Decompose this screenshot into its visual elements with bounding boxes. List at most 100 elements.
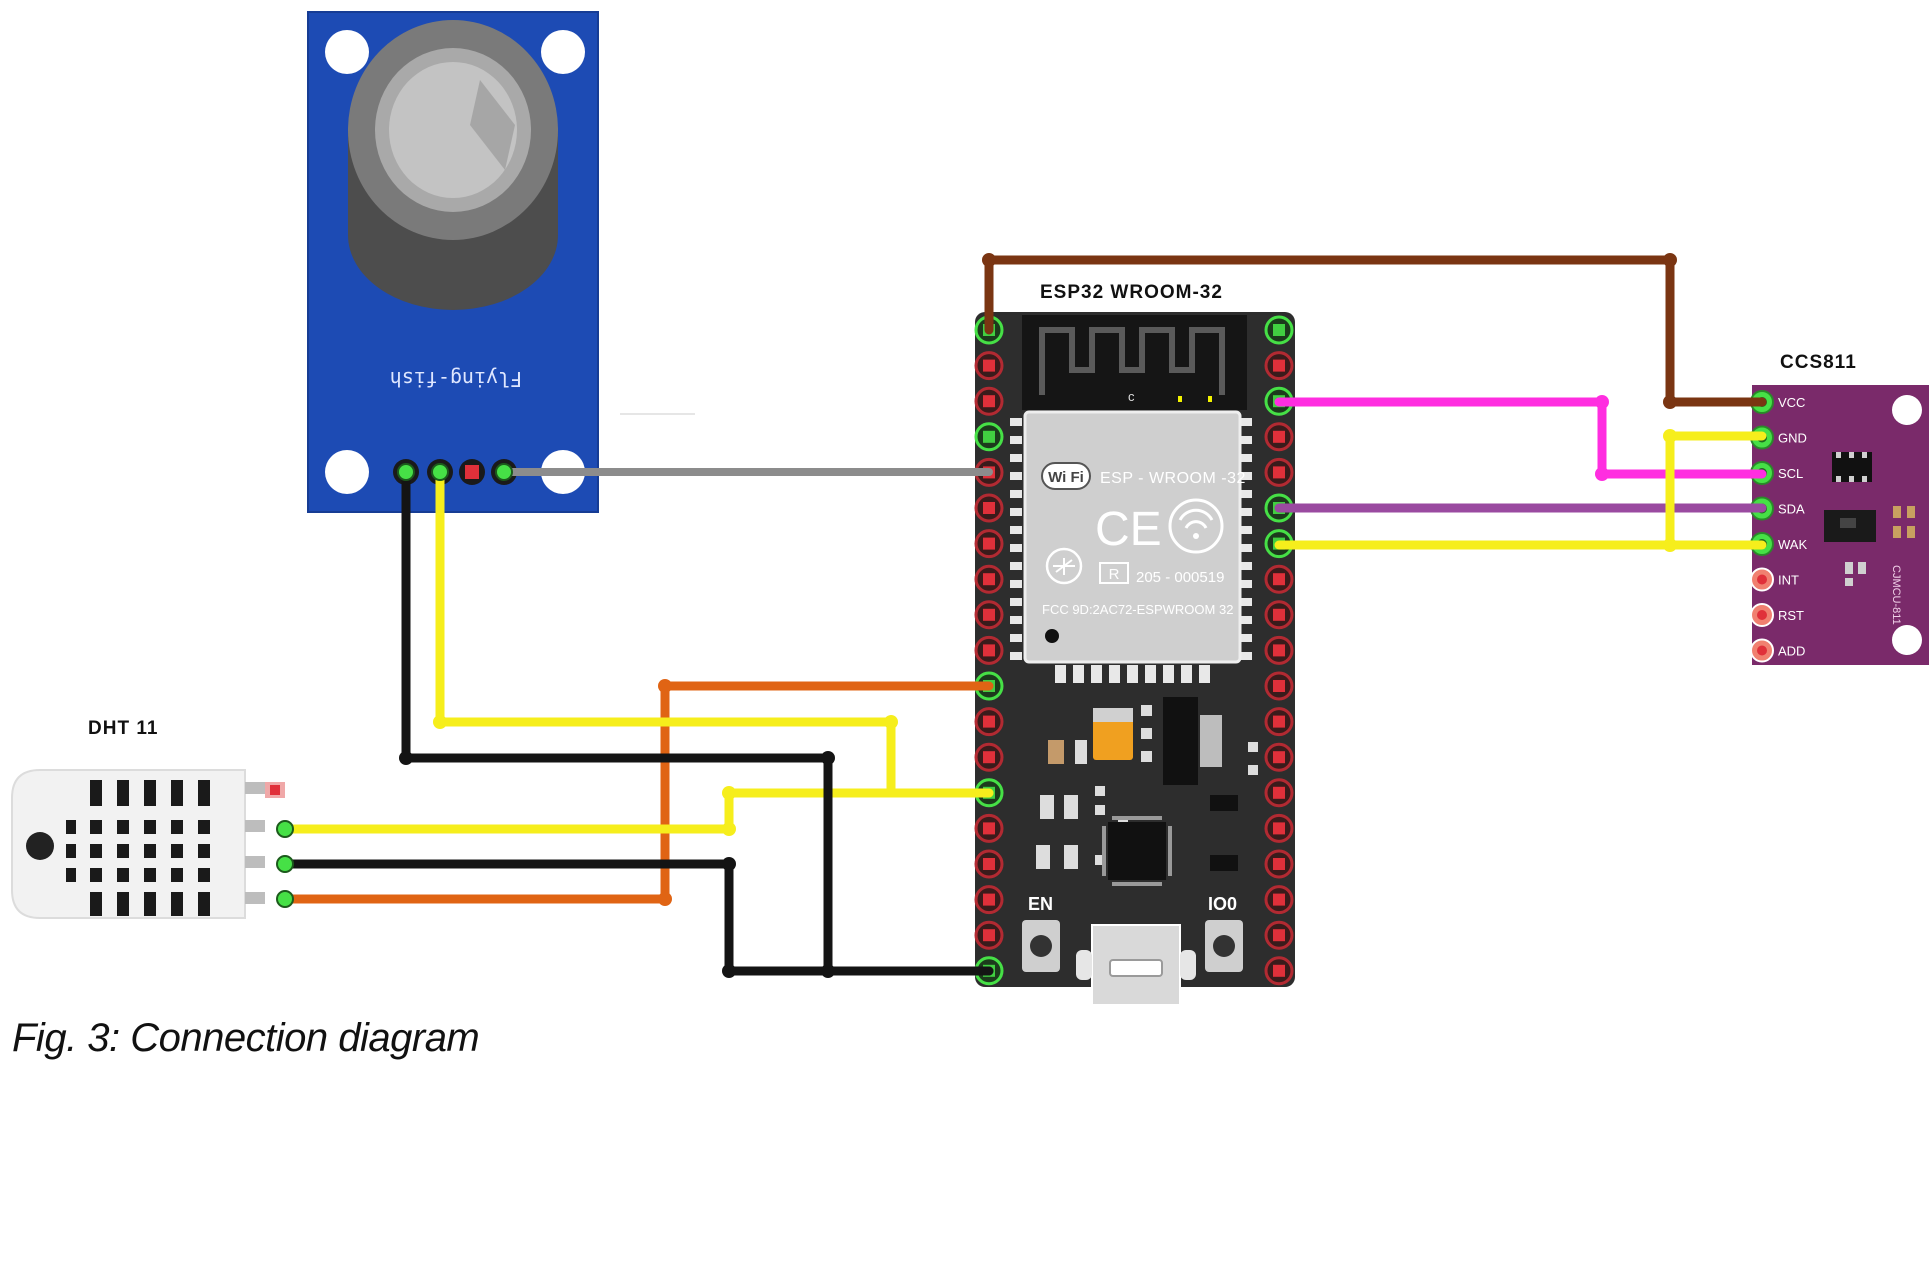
module-castellations — [1010, 418, 1252, 683]
wifi-logo-text: Wi Fi — [1048, 469, 1084, 486]
header-pin[interactable] — [1264, 813, 1294, 843]
micro-usb-port[interactable] — [1076, 924, 1196, 1006]
connected-pin-end — [495, 463, 513, 481]
connected-pin-end — [276, 855, 294, 873]
module-reg-number: 205 - 000519 — [1136, 569, 1224, 586]
active-pin-markers — [276, 463, 513, 908]
header-pin[interactable] — [1264, 635, 1294, 665]
telec-mark-icon — [1045, 547, 1083, 585]
mq-brand-label: Flying-fish — [390, 367, 522, 391]
connected-pin-end — [397, 463, 415, 481]
header-pin[interactable] — [974, 351, 1004, 381]
header-pin[interactable] — [1264, 671, 1294, 701]
mounting-hole — [325, 30, 369, 74]
wire-yellow-gnd — [1665, 431, 1767, 550]
ccs811-side-label: CJMCU-811 — [1890, 565, 1902, 625]
connected-pin-end — [276, 820, 294, 838]
wire-yellow-dht-data — [280, 788, 994, 834]
header-pin-connected[interactable] — [974, 422, 1004, 452]
header-pin[interactable] — [1264, 600, 1294, 630]
ccs811-pin-label: SCL — [1778, 466, 1803, 481]
header-pin[interactable] — [1264, 742, 1294, 772]
header-pin[interactable] — [1264, 351, 1294, 381]
header-pin[interactable] — [974, 742, 1004, 772]
header-pin[interactable] — [1264, 422, 1294, 452]
registered-mark-text: R — [1109, 566, 1120, 583]
io0-button-label: IO0 — [1208, 894, 1237, 914]
wire-magenta-scl — [1274, 397, 1767, 479]
dht11-title: DHT 11 — [88, 718, 158, 739]
ccs811-components — [1824, 452, 1915, 586]
mounting-hole — [1892, 625, 1922, 655]
voltage-regulator — [1163, 697, 1198, 785]
registered-mark-icon: R — [1099, 562, 1129, 584]
dht-mount-hole — [26, 832, 54, 860]
gas-sensor-cylinder — [348, 20, 558, 310]
ccs811-pin-label: RST — [1778, 608, 1804, 623]
header-pin[interactable] — [974, 885, 1004, 915]
ccs811-board: CCS811 CJMCU-811 — [1752, 352, 1929, 665]
en-button[interactable] — [1022, 920, 1060, 972]
wifi-alliance-icon — [1168, 498, 1224, 554]
wire-orange-dht-vcc — [280, 681, 994, 904]
header-pin[interactable] — [974, 920, 1004, 950]
esp-wroom-module: Wi Fi ESP - WROOM -32 CE R 205 - 000519 … — [1023, 410, 1246, 664]
mounting-hole — [325, 450, 369, 494]
module-fcc-id: FCC 9D:2AC72-ESPWROOM 32 — [1042, 602, 1233, 617]
header-pin[interactable] — [974, 600, 1004, 630]
wire-joints — [399, 253, 1677, 978]
dht-grille — [66, 780, 210, 916]
header-pin[interactable] — [974, 564, 1004, 594]
module-name: ESP - WROOM -32 — [1100, 470, 1246, 487]
header-pin[interactable] — [974, 635, 1004, 665]
header-pin[interactable] — [974, 493, 1004, 523]
header-pin[interactable] — [1264, 849, 1294, 879]
esp32-title: ESP32 WROOM-32 — [1040, 282, 1223, 303]
mounting-hole — [1892, 395, 1922, 425]
ccs811-pin-label: VCC — [1778, 395, 1805, 410]
header-pin[interactable] — [1264, 707, 1294, 737]
connected-pin-end — [276, 890, 294, 908]
ccs811-pin-label: WAK — [1778, 537, 1807, 552]
header-pin[interactable] — [974, 386, 1004, 416]
ccs811-pin-label: SDA — [1778, 502, 1805, 517]
header-pin-connected[interactable] — [1264, 315, 1294, 345]
antenna-c-label: c — [1128, 389, 1135, 404]
header-pin[interactable] — [1264, 564, 1294, 594]
board-components — [1036, 697, 1258, 886]
pin1-dot — [1045, 629, 1059, 643]
header-pin[interactable] — [974, 813, 1004, 843]
mq-gas-sensor-board: Flying-fish — [307, 11, 599, 513]
mounting-hole — [541, 30, 585, 74]
dht11-sensor: DHT 11 — [11, 718, 285, 919]
header-pin[interactable] — [1264, 457, 1294, 487]
wire-yellow-mq-vcc — [435, 467, 994, 798]
ccs811-pin-label: INT — [1778, 573, 1799, 588]
usb-uart-chip — [1102, 816, 1172, 886]
ce-mark: CE — [1095, 503, 1162, 556]
wire-black-dht-gnd — [280, 859, 994, 976]
ccs811-title: CCS811 — [1780, 352, 1857, 373]
header-pin[interactable] — [974, 849, 1004, 879]
header-pin[interactable] — [1264, 885, 1294, 915]
esp32-right-header — [1264, 315, 1294, 986]
ccs811-pin-int[interactable]: INT — [1750, 567, 1799, 592]
connected-pin-end — [431, 463, 449, 481]
header-pin[interactable] — [1264, 956, 1294, 986]
header-pin[interactable] — [1264, 778, 1294, 808]
antenna-area: c — [1022, 315, 1247, 410]
figure-caption: Fig. 3: Connection diagram — [12, 1016, 480, 1060]
header-pin[interactable] — [974, 529, 1004, 559]
esp32-board: ESP32 WROOM-32 c — [975, 282, 1295, 1006]
dht-pins — [245, 782, 285, 904]
header-pin[interactable] — [974, 707, 1004, 737]
ccs811-pin-label: ADD — [1778, 644, 1805, 659]
header-pin[interactable] — [1264, 920, 1294, 950]
esp32-left-header — [974, 315, 1004, 986]
ccs811-pin-add[interactable]: ADD — [1750, 638, 1805, 663]
io0-button[interactable] — [1205, 920, 1243, 972]
ccs811-pin-label: GND — [1778, 431, 1807, 446]
ccs811-pin-rst[interactable]: RST — [1750, 603, 1804, 627]
wifi-logo: Wi Fi — [1041, 462, 1091, 490]
